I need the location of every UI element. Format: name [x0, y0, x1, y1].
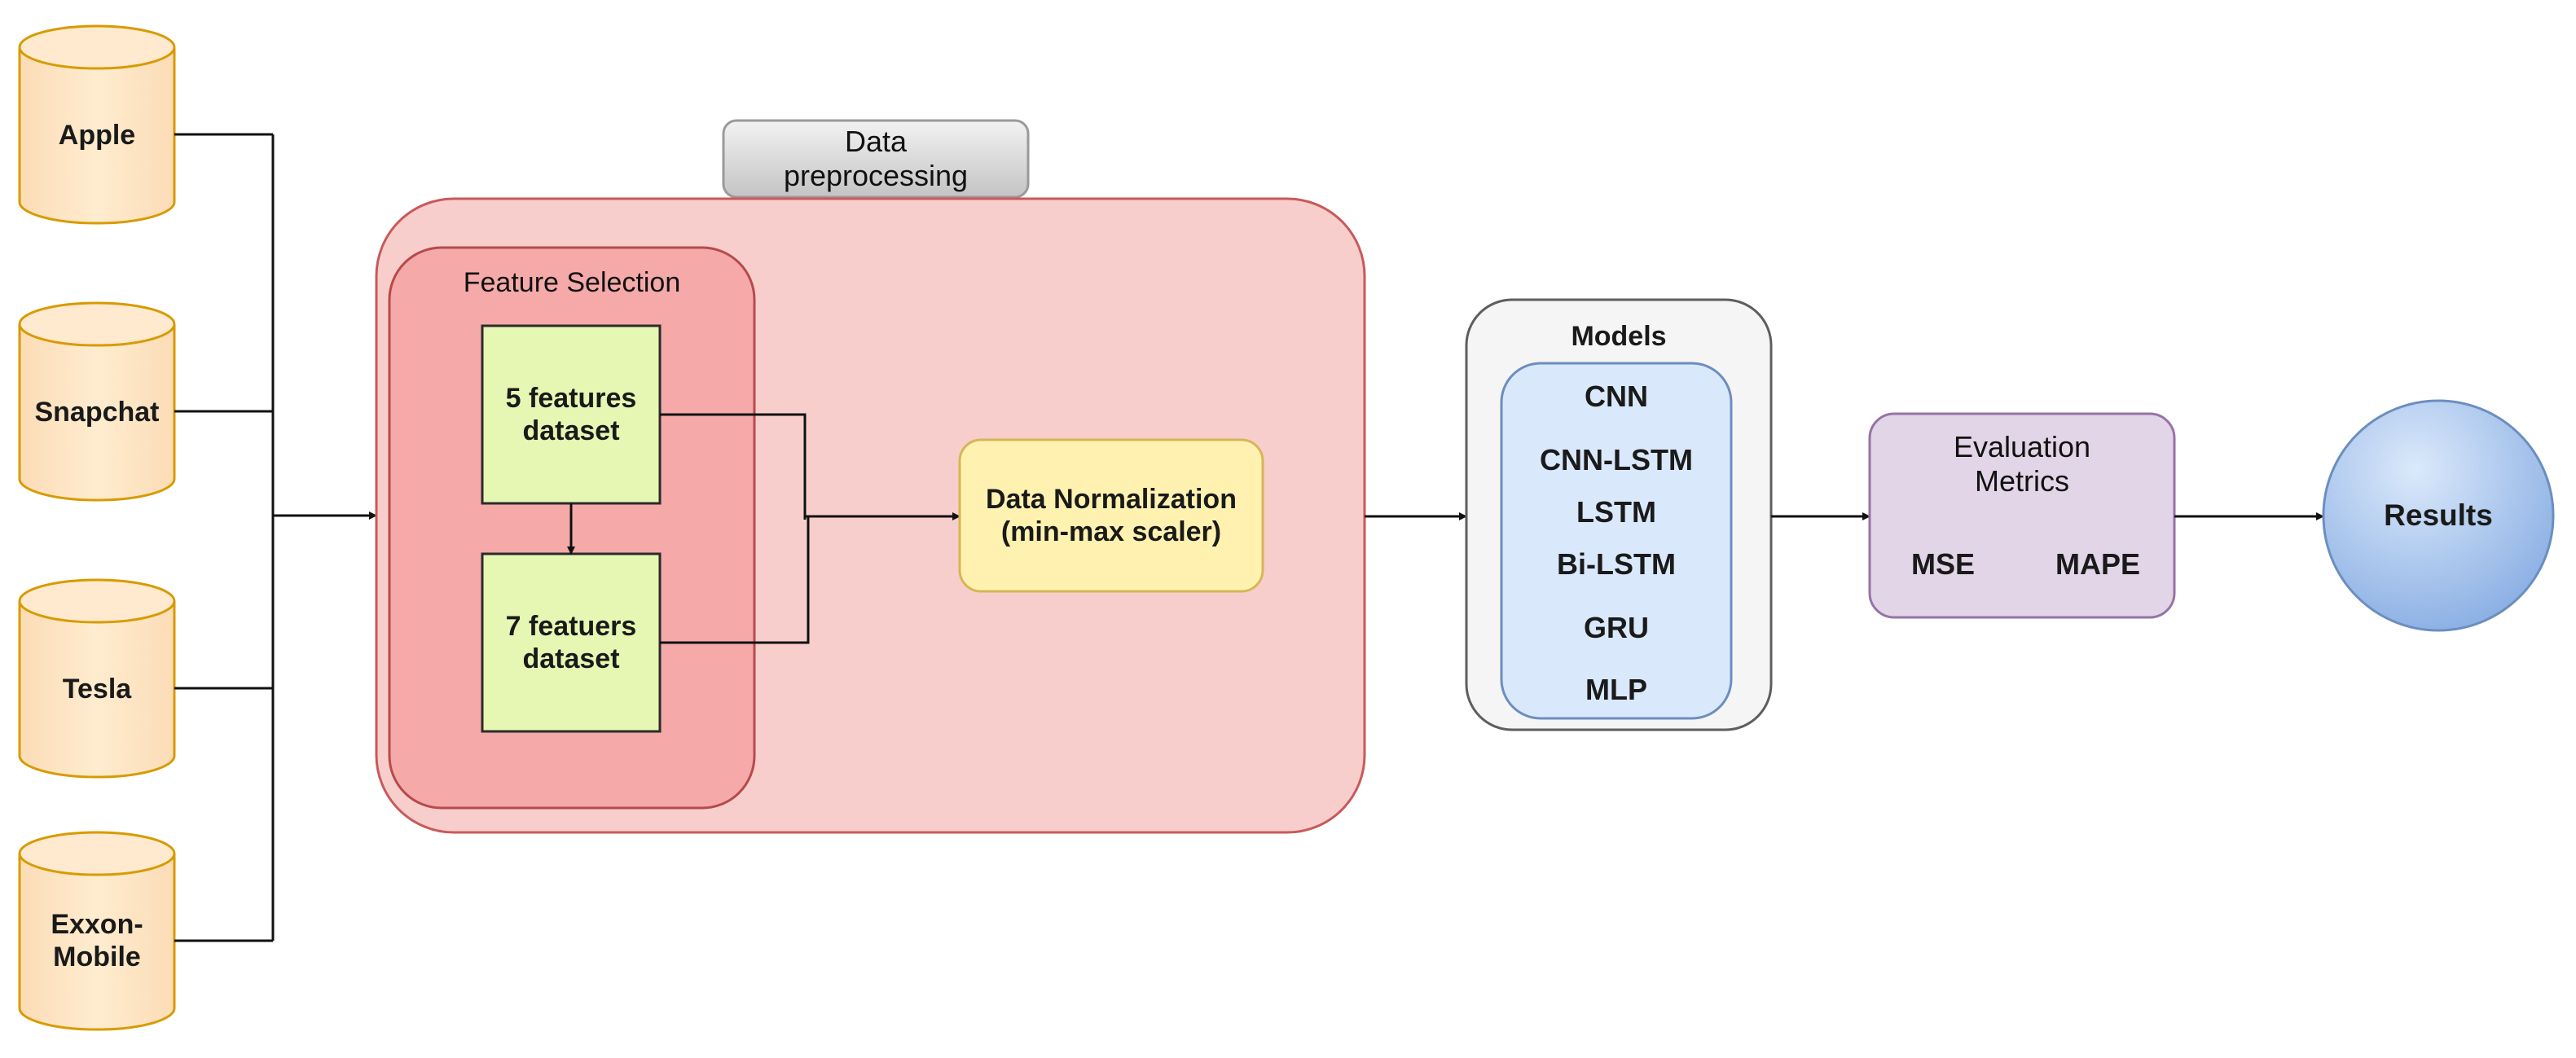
dataset-7-features-line1: 7 featuers — [505, 610, 637, 642]
source-cylinder-tesla — [18, 578, 176, 779]
dataset-5-features-line2: dataset — [522, 415, 620, 446]
data-preprocessing-title-line2: preprocessing — [783, 159, 969, 192]
data-preprocessing-tab — [722, 119, 1030, 199]
dataset-7-features-line2: dataset — [522, 643, 620, 674]
model-item-bi-lstm: Bi-LSTM — [1501, 544, 1731, 585]
source-cylinder-apple — [18, 24, 176, 225]
model-item-cnn-lstm: CNN-LSTM — [1501, 440, 1731, 481]
feature-selection-title: Feature Selection — [389, 262, 754, 303]
data-normalization-box — [958, 438, 1264, 593]
model-item-gru: GRU — [1501, 608, 1731, 648]
model-item-cnn-text: CNN — [1585, 379, 1648, 413]
metric-mape-text: MAPE — [2055, 547, 2140, 581]
results-label: Results — [2323, 487, 2553, 544]
data-preprocessing-title-line1: Data — [844, 124, 908, 158]
source-label-snapchat: Snapchat — [20, 380, 174, 445]
model-item-cnn: CNN — [1501, 376, 1731, 417]
data-preprocessing-title: Data preprocessing — [723, 121, 1028, 197]
evaluation-metrics-title-line1: Evaluation — [1953, 429, 2091, 463]
results-circle — [2322, 399, 2555, 632]
model-item-gru-text: GRU — [1584, 610, 1649, 644]
datasets-to-normalization-connector — [660, 413, 810, 644]
models-list-box — [1500, 362, 1733, 720]
source-connectors — [174, 133, 275, 942]
source-label-tesla-text: Tesla — [62, 673, 132, 705]
source-cylinder-snapchat — [18, 301, 176, 502]
dataset-5-features-line1: 5 features — [505, 382, 637, 414]
model-item-cnn-lstm-text: CNN-LSTM — [1540, 442, 1693, 476]
model-item-bi-lstm-text: Bi-LSTM — [1557, 547, 1676, 581]
metric-mape: MAPE — [2033, 544, 2163, 585]
source-label-exxon-mobile: Exxon- Mobile — [20, 900, 174, 981]
source-label-tesla: Tesla — [20, 656, 174, 722]
source-label-exxon-line1: Exxon- — [51, 908, 143, 940]
data-normalization-line1: Data Normalization — [986, 483, 1237, 515]
evaluation-metrics-title: Evaluation Metrics — [1870, 425, 2174, 503]
metric-mse-text: MSE — [1910, 547, 1975, 581]
evaluation-metrics-title-line2: Metrics — [1975, 464, 2069, 498]
results-label-text: Results — [2384, 498, 2493, 533]
source-label-snapchat-text: Snapchat — [34, 396, 160, 428]
metric-mse: MSE — [1886, 544, 2000, 585]
dataset-7-features-label: 7 featuers dataset — [482, 554, 660, 731]
model-item-lstm: LSTM — [1501, 492, 1731, 533]
dataset-5-features-box — [481, 324, 662, 505]
dataset-5-features-label: 5 features dataset — [482, 326, 660, 503]
source-label-exxon-line2: Mobile — [53, 942, 141, 972]
data-normalization-line2: (min-max scaler) — [1000, 516, 1222, 547]
source-label-apple-text: Apple — [58, 119, 136, 151]
source-cylinder-exxon-mobile — [18, 831, 176, 1031]
model-item-mlp: MLP — [1501, 669, 1731, 710]
data-normalization-label: Data Normalization (min-max scaler) — [960, 440, 1263, 591]
feature-selection-title-text: Feature Selection — [463, 266, 681, 298]
models-title-text: Models — [1571, 320, 1667, 352]
model-item-lstm-text: LSTM — [1576, 494, 1656, 529]
source-label-apple: Apple — [20, 103, 174, 168]
model-item-mlp-text: MLP — [1585, 672, 1647, 706]
models-title: Models — [1466, 316, 1771, 357]
